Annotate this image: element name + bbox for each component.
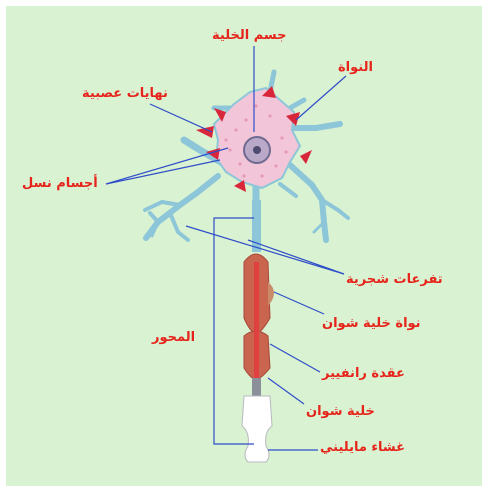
label-nucleus: النواة <box>338 60 373 76</box>
label-myelin-sheath: غشاء مايليني <box>320 440 405 456</box>
dendrite-branch <box>170 213 188 240</box>
label-cell-body: جسم الخلية <box>212 28 287 44</box>
label-nerve-endings: نهايات عصبية <box>82 86 168 102</box>
dendrite-branch <box>146 176 218 238</box>
axon-group <box>242 200 274 462</box>
dendrite-branch <box>280 184 296 196</box>
axon-core <box>254 262 259 380</box>
schwann-nucleus-bump <box>268 282 274 306</box>
label-axon: المحور <box>152 330 195 346</box>
label-ranvier-node: عقدة رانفيير <box>322 366 405 382</box>
axon-end <box>252 378 261 398</box>
myelin-sheath-shape <box>242 396 272 462</box>
nucleolus-shape <box>253 146 261 154</box>
label-nissl-bodies: أجسام نسل <box>22 176 98 192</box>
dendrite-branch <box>290 165 326 240</box>
label-schwann-nucleus: نواة خلية شوان <box>322 316 421 332</box>
dendrite-branch <box>290 100 304 108</box>
dendrite-branch <box>150 213 158 222</box>
dendrite-branch <box>292 124 340 128</box>
label-schwann-cell: خلية شوان <box>306 404 375 420</box>
label-dendrites: تفرعات شجرية <box>346 272 443 288</box>
